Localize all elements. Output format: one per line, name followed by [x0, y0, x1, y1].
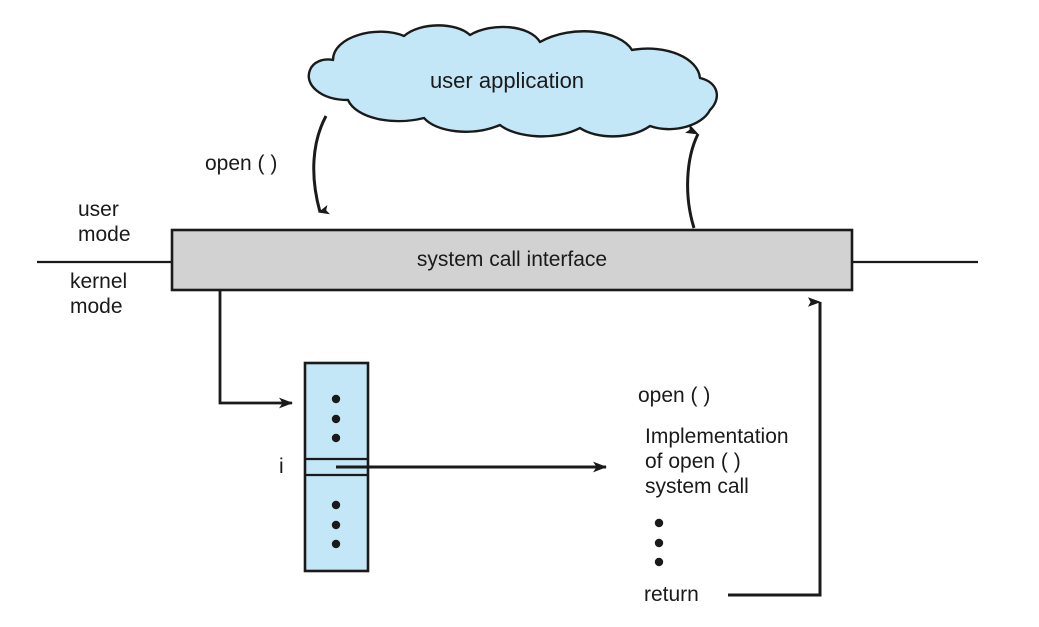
dispatch-arrow [218, 291, 293, 409]
kernel-mode-line-1: kernel [70, 270, 128, 293]
routine-header-label: open ( ) [638, 384, 711, 407]
kernel-mode-label: kernel mode [70, 270, 127, 320]
system-call-interface-bar [170, 228, 854, 292]
system-call-interface-label: system call interface [416, 248, 608, 271]
user-call-arrow [312, 115, 330, 215]
routine-body-label: Implementation of open ( ) system call [645, 425, 789, 499]
routine-return-arrow [728, 297, 822, 597]
routine-body-line-2: of open ( ) [645, 449, 741, 473]
kernel-mode-line-2: mode [70, 294, 123, 318]
routine-ellipsis [654, 518, 664, 567]
routine-return-label: return [644, 583, 699, 606]
user-application-label: user application [429, 68, 585, 93]
user-mode-line-2: mode [78, 222, 131, 246]
open-call-label: open ( ) [205, 152, 278, 175]
system-call-table [303, 361, 370, 573]
user-mode-line-1: user [78, 198, 119, 221]
routine-body-line-3: system call [645, 474, 749, 498]
user-mode-label: user mode [78, 198, 131, 248]
routine-body-line-1: Implementation [645, 425, 789, 448]
table-index-label: i [279, 455, 284, 478]
return-to-user-arrow [685, 124, 700, 229]
